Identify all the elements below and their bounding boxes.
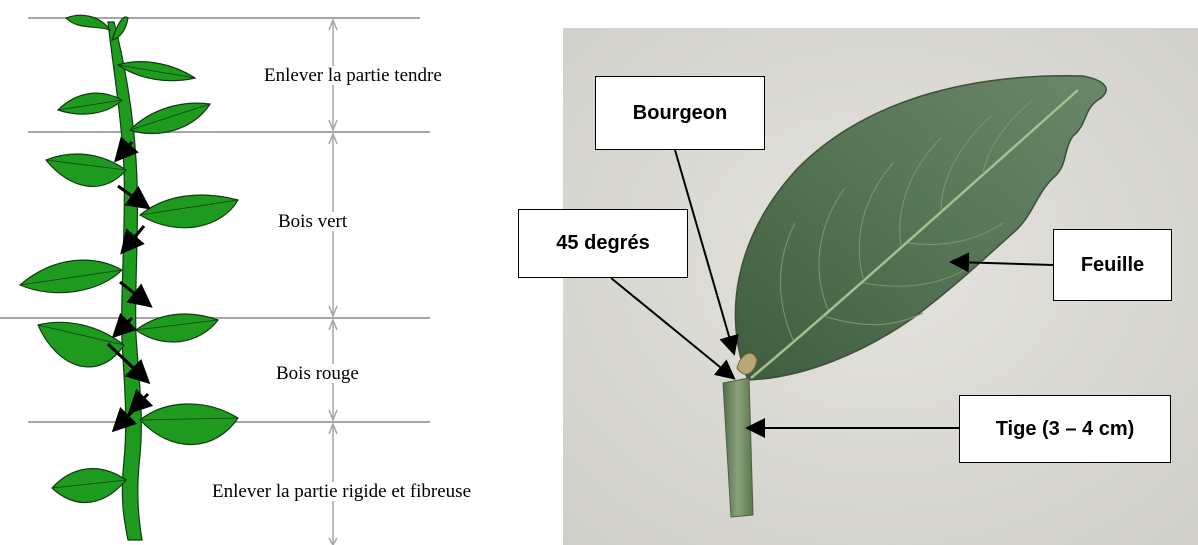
leaf (140, 404, 238, 445)
leaf (52, 469, 126, 503)
zone-label-tender: Enlever la partie tendre (262, 66, 444, 85)
leaf (46, 154, 126, 186)
leaf (58, 93, 122, 114)
callout-angle: 45 degrés (518, 209, 688, 278)
dimension-arrows (329, 20, 337, 545)
leaf-cutting-photo: Bourgeon 45 degrés Feuille Tige (3 – 4 c… (563, 28, 1198, 545)
zone-label-rigid: Enlever la partie rigide et fibreuse (210, 482, 473, 501)
zone-label-red-wood: Bois rouge (274, 364, 361, 383)
shoot-diagram: Enlever la partie tendre Bois vert Bois … (0, 0, 560, 545)
callout-feuille: Feuille (1053, 229, 1172, 301)
leaf (140, 195, 238, 228)
leaf (20, 260, 122, 293)
callout-bourgeon: Bourgeon (595, 76, 765, 150)
callout-tige: Tige (3 – 4 cm) (959, 395, 1171, 463)
zone-label-green-wood: Bois vert (276, 212, 349, 231)
leaf (38, 322, 124, 367)
